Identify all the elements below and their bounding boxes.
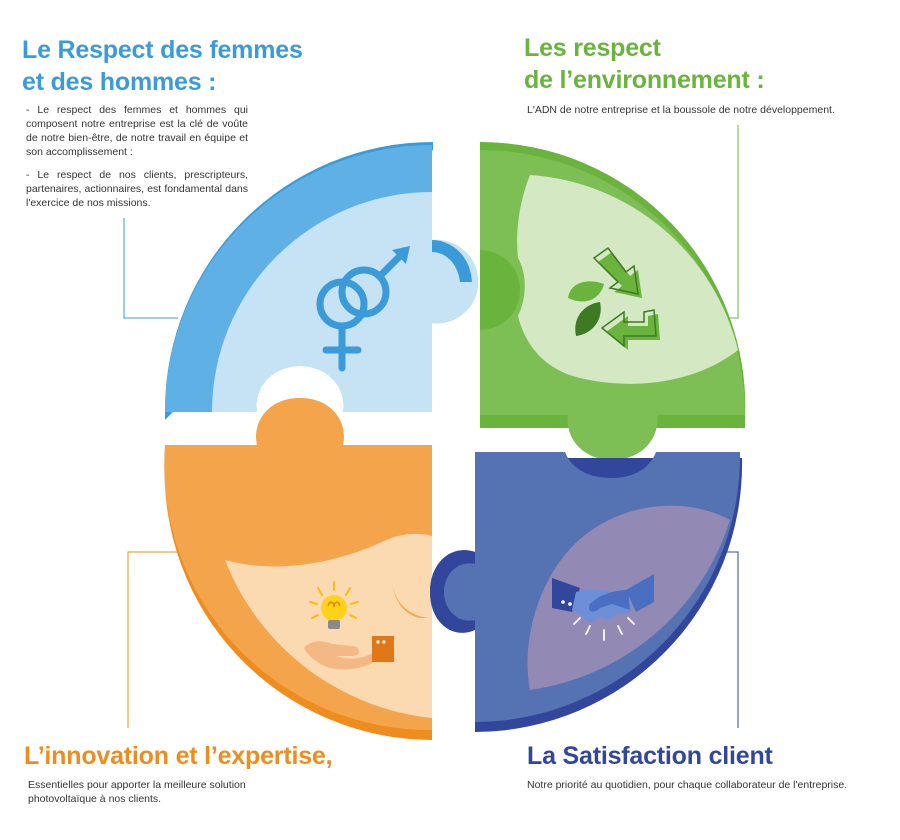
respect-description: - Le respect des femmes et hommes qui co…	[26, 103, 248, 219]
innovation-connector-line	[127, 551, 186, 728]
innovation-paragraph: Essentielles pour apporter la meilleure …	[28, 779, 246, 805]
satisfaction-description: Notre priorité au quotidien, pour chaque…	[527, 778, 897, 801]
environment-description: L'ADN de notre entreprise et la boussole…	[527, 103, 887, 126]
respect-title: Le Respect des femmes et des hommes :	[22, 34, 342, 98]
satisfaction-title: La Satisfaction client	[527, 742, 773, 770]
respect-paragraph-2: - Le respect de nos clients, prescripteu…	[26, 169, 248, 209]
environment-title-line2: de l’environnement :	[524, 66, 765, 94]
recycle-leaf-icon	[568, 246, 660, 350]
innovation-title: L’innovation et l’expertise,	[24, 742, 333, 770]
respect-paragraph-1: - Le respect des femmes et hommes qui co…	[26, 104, 248, 158]
respect-title-line2: et des hommes :	[22, 68, 217, 96]
lightbulb-hand-icon	[304, 581, 394, 670]
environment-title: Les respect de l’environnement :	[524, 32, 854, 96]
respect-title-line1: Le Respect des femmes	[22, 36, 303, 64]
environment-title-line1: Les respect	[524, 34, 661, 62]
satisfaction-paragraph: Notre priorité au quotidien, pour chaque…	[527, 779, 848, 791]
environment-paragraph: L'ADN de notre entreprise et la boussole…	[527, 104, 835, 116]
handshake-icon	[552, 574, 654, 641]
innovation-puzzle-piece	[164, 398, 433, 740]
gender-symbols-icon	[316, 246, 410, 372]
environment-puzzle-piece	[480, 141, 746, 460]
innovation-description: Essentielles pour apporter la meilleure …	[28, 778, 268, 815]
respect-connector-line	[123, 218, 178, 319]
